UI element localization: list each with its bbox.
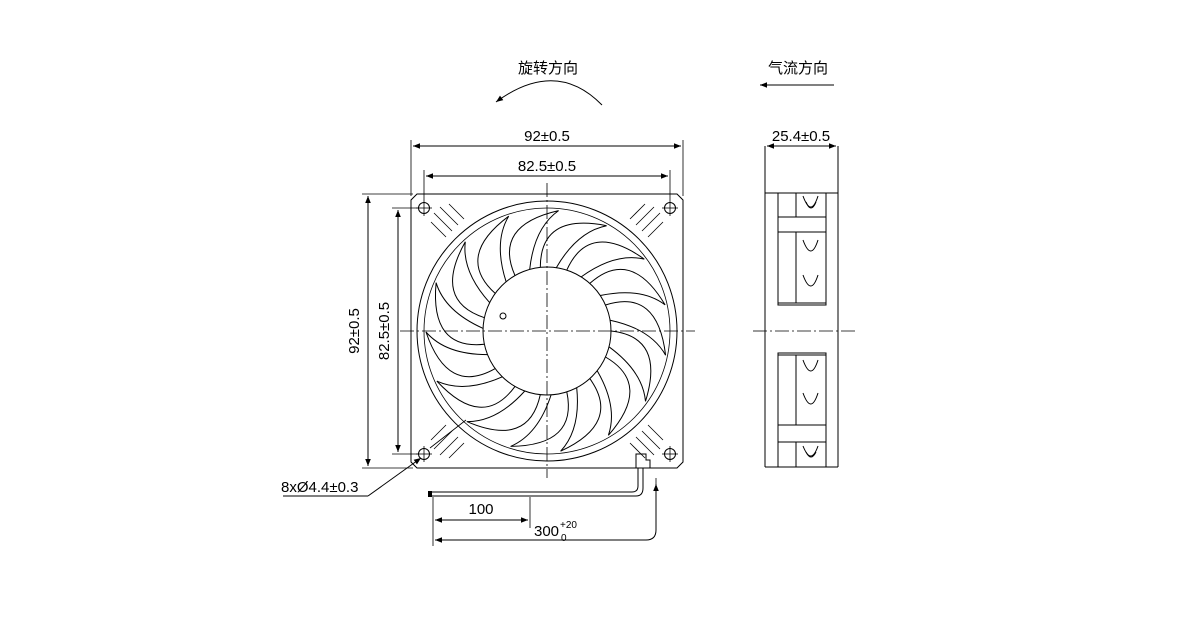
fan-side-view — [753, 146, 855, 468]
fan-blade — [539, 222, 607, 268]
dimension-thickness: 25.4±0.5 — [767, 128, 836, 149]
side-view-lower-blades — [777, 352, 827, 467]
hub-rotation-marker — [499, 312, 507, 320]
fan-blade — [434, 282, 485, 346]
fan-blade — [508, 210, 559, 276]
dimension-lead-length: 300 +20 0 — [432, 478, 659, 546]
fan-blade — [510, 391, 569, 447]
mounting-holes — [416, 200, 678, 462]
fan-blades — [425, 210, 667, 452]
fan-blade — [596, 356, 631, 436]
dimension-lead-strip-label: 100 — [468, 501, 493, 518]
dimension-hole-spacing-width-label: 82.5±0.5 — [518, 158, 576, 175]
fan-blade — [436, 376, 516, 408]
dimension-hole-spacing-width: 82.5±0.5 — [423, 158, 671, 200]
rotation-direction-label: 旋转方向 — [518, 59, 578, 77]
fan-blade — [466, 390, 541, 431]
lead-length-upper-tolerance: +20 — [560, 520, 577, 531]
wire-clip — [635, 453, 651, 468]
mounting-hole-callout: 8xØ4.4±0.3 — [281, 419, 467, 497]
dimension-overall-width-label: 92±0.5 — [524, 128, 570, 145]
fan-blade — [566, 241, 645, 278]
fan-blade — [477, 215, 510, 294]
dimension-overall-width: 92±0.5 — [410, 128, 684, 196]
dimension-overall-height-label: 92±0.5 — [346, 308, 363, 354]
fan-blade — [605, 301, 667, 356]
fan-blade — [589, 268, 666, 306]
dimension-lead-length-label: 300 — [534, 523, 559, 540]
fan-front-view — [400, 183, 695, 478]
dimension-overall-height: 92±0.5 — [346, 193, 413, 469]
fan-blade — [452, 241, 490, 319]
lead-length-base: 300 — [534, 523, 559, 540]
dimension-hole-spacing-height-label: 82.5±0.5 — [376, 302, 393, 360]
side-view-upper-blades — [777, 193, 827, 306]
dimension-thickness-label: 25.4±0.5 — [772, 128, 830, 145]
fan-blade — [608, 330, 652, 402]
dimension-lead-strip: 100 — [432, 497, 531, 528]
airflow-direction-label: 气流方向 — [768, 59, 828, 77]
rotation-direction-arrow — [495, 80, 603, 106]
lead-length-lower-tolerance: 0 — [561, 533, 567, 544]
dimension-hole-spacing-height: 82.5±0.5 — [376, 207, 418, 455]
corner-ribs — [430, 203, 664, 459]
lead-wire — [428, 468, 644, 497]
fan-hub — [482, 266, 612, 396]
fan-blade — [560, 378, 602, 452]
fan-frame-outline — [410, 193, 684, 469]
fan-blade — [425, 331, 496, 378]
mounting-hole-callout-label: 8xØ4.4±0.3 — [281, 479, 358, 496]
